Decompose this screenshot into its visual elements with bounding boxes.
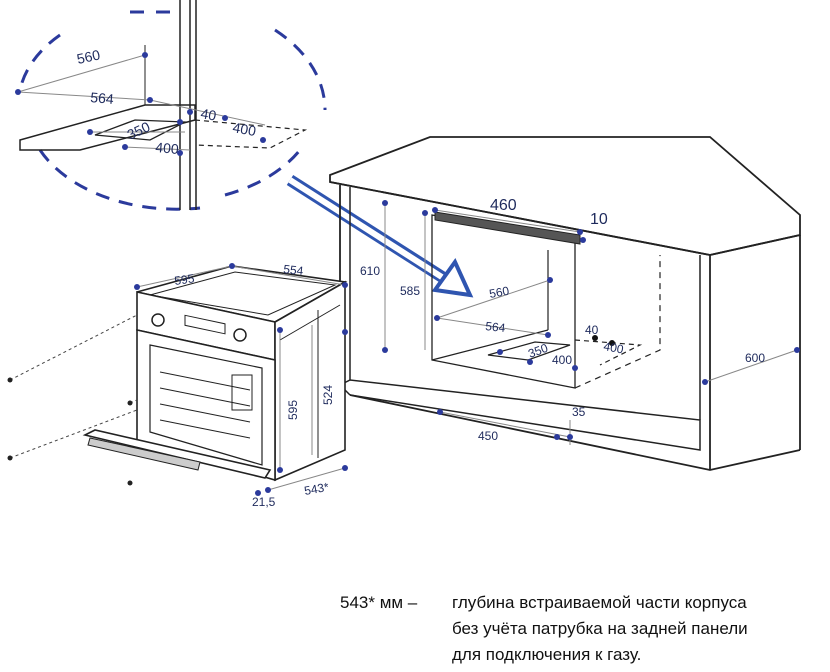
- oven-label-543: 543*: [303, 480, 330, 498]
- arrow-icon: [286, 174, 474, 298]
- cabinet-label-460: 460: [490, 197, 517, 214]
- cabinet-label-585: 585: [400, 284, 420, 298]
- cabinet-drawing: 460 10 610 585 560 564 40 400 350 400 60…: [329, 136, 801, 471]
- installation-diagram: 560 564 40 400 350 400: [7, 0, 801, 509]
- footnote-text: глубина встраиваемой части корпуса без у…: [452, 590, 822, 668]
- inset-label-560: 560: [75, 46, 101, 67]
- footnote-line-3: для подключения к газу.: [452, 645, 642, 664]
- cabinet-label-600: 600: [745, 351, 765, 365]
- cabinet-label-564: 564: [485, 319, 507, 335]
- oven-drawing: 595 554 595 524 21,5 543*: [7, 262, 348, 509]
- inset-label-564: 564: [90, 89, 115, 107]
- footnote-line-1: глубина встраиваемой части корпуса: [452, 593, 747, 612]
- cabinet-label-400-bottom: 400: [552, 353, 572, 367]
- cabinet-label-560: 560: [488, 284, 510, 301]
- oven-label-height-595: 595: [286, 400, 300, 420]
- cabinet-label-10: 10: [590, 211, 608, 228]
- oven-label-524: 524: [321, 385, 335, 405]
- oven-label-21-5: 21,5: [252, 495, 276, 509]
- cabinet-label-610: 610: [360, 264, 380, 278]
- cabinet-label-35: 35: [572, 405, 586, 419]
- footnote-line-2: без учёта патрубка на задней панели: [452, 619, 748, 638]
- inset-label-400-right: 400: [231, 119, 257, 139]
- inset-label-40: 40: [199, 105, 217, 123]
- cabinet-label-40: 40: [585, 323, 599, 337]
- cabinet-label-400-right: 400: [602, 339, 624, 356]
- inset-detail: 560 564 40 400 350 400: [15, 0, 327, 211]
- oven-label-554: 554: [283, 262, 305, 278]
- oven-label-width-595: 595: [173, 271, 195, 288]
- cabinet-label-450: 450: [478, 429, 498, 443]
- footnote-term: 543* мм –: [340, 593, 418, 612]
- inset-label-400-bottom: 400: [155, 139, 180, 157]
- cabinet-label-350: 350: [526, 341, 550, 361]
